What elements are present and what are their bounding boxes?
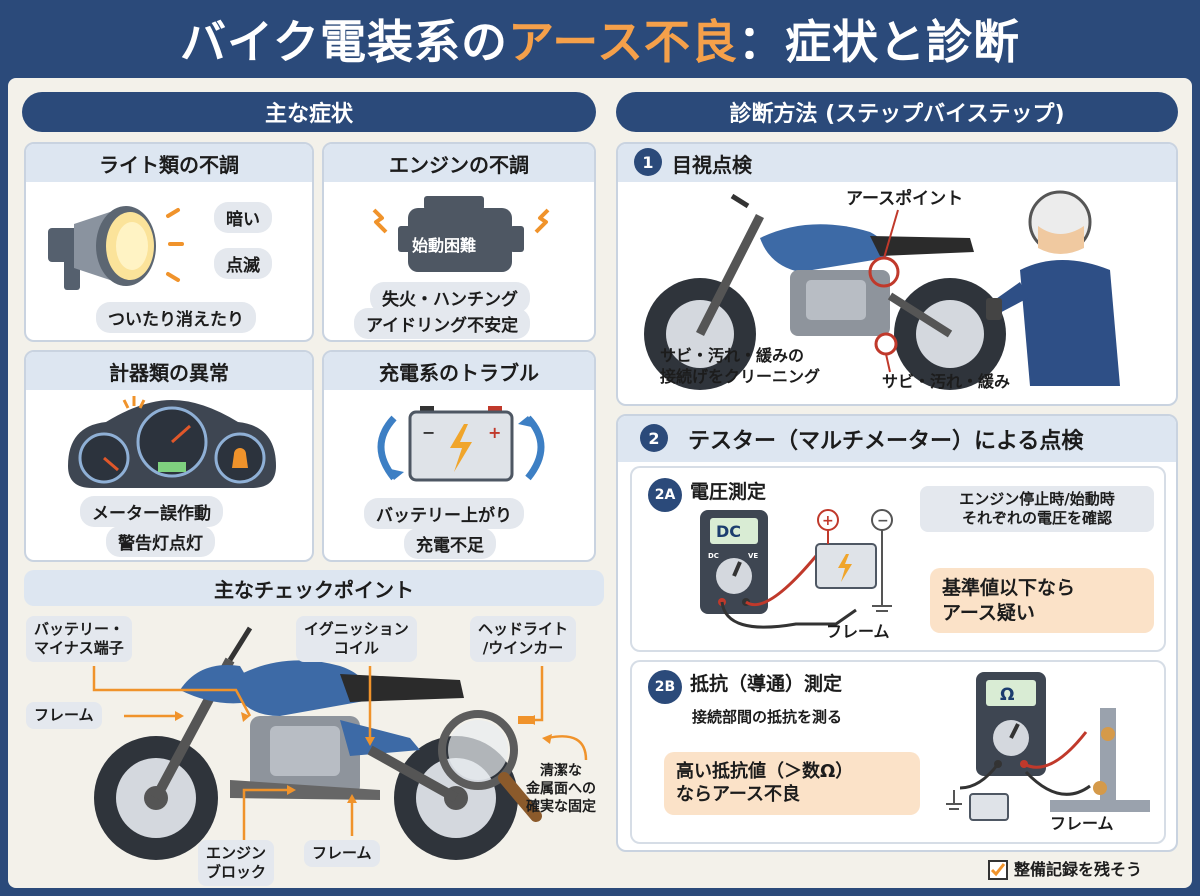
lights-item-dim: 暗い	[214, 202, 272, 233]
step2b-subtitle: 接続部間の抵抗を測る	[692, 708, 843, 726]
step1-clean-note: サビ・汚れ・緩みの 接続げをクリーニング	[660, 346, 821, 386]
checkpoint-frame-bottom: フレーム	[304, 840, 380, 867]
diagnosis-header: 診断方法 (ステップバイステップ)	[616, 92, 1178, 132]
lights-item-intermittent: ついたり消えたり	[96, 302, 256, 333]
step1-ground-point: アースポイント	[846, 189, 964, 209]
step2a-badge: 2A	[648, 478, 682, 512]
checkbox-icon	[988, 860, 1008, 880]
lights-panel: ライト類の不調 暗い 点滅 ついたり消えたり	[24, 142, 314, 342]
battery-icon: − +	[377, 406, 545, 482]
step1-title: 目視点検	[618, 144, 1176, 182]
voltmeter-illustration: + −	[700, 509, 893, 629]
headlight-icon	[48, 206, 184, 290]
motorcycle-illustration	[94, 626, 542, 860]
step1-badge: 1	[634, 148, 662, 176]
svg-text:+: +	[488, 423, 501, 442]
step2-badge: 2	[640, 424, 668, 452]
title-part2: ：症状と診断	[738, 15, 1021, 69]
charging-item-undercharge: 充電不足	[404, 528, 496, 559]
charging-item-dead-battery: バッテリー上がり	[364, 498, 524, 529]
step2a-note: エンジン停止時/始動時 それぞれの電圧を確認	[920, 486, 1154, 532]
engine-icon-text: 始動困難	[412, 236, 477, 255]
checkpoint-engine-block: エンジン ブロック	[198, 840, 275, 886]
checkpoints-title: 主なチェックポイント	[24, 570, 604, 606]
step2b-title: 抵抗（導通）測定	[690, 673, 843, 695]
engine-icon	[372, 196, 550, 272]
checkpoint-clean-metal: 清潔な 金属面への 確実な固定	[526, 763, 596, 816]
title-accent: アース不良	[508, 15, 739, 69]
gauge-cluster-icon	[68, 396, 276, 488]
meters-item-warning-light: 警告灯点灯	[106, 526, 215, 557]
meters-title: 計器類の異常	[26, 352, 312, 390]
step2b-warning: 高い抵抗値（＞数Ω） ならアース不良	[664, 752, 920, 815]
checkpoint-battery-minus: バッテリー・ マイナス端子	[26, 616, 133, 662]
page-title: バイク電装系のアース不良：症状と診断	[0, 0, 1200, 78]
engine-item-idle: アイドリング不安定	[354, 308, 531, 339]
symptoms-header: 主な症状	[22, 92, 596, 132]
lights-item-flicker: 点滅	[214, 248, 272, 279]
inspection-illustration	[644, 190, 1120, 390]
engine-title: エンジンの不調	[324, 144, 594, 182]
meters-item-malfunction: メーター誤作動	[80, 496, 223, 527]
checkpoint-frame-left: フレーム	[26, 702, 102, 729]
step2a-frame-label: フレーム	[826, 622, 890, 641]
checkpoint-headlight: ヘッドライト /ウインカー	[470, 616, 577, 662]
svg-text:+: +	[822, 513, 834, 529]
engine-item-misfire: 失火・ハンチング	[370, 282, 530, 313]
voltmeter-dc-label: DC	[708, 552, 719, 560]
ohmmeter-illustration	[946, 672, 1150, 821]
checkpoints-panel: 主なチェックポイント	[24, 570, 604, 882]
engine-panel: エンジンの不調 始動困難 失火・ハンチング アイドリング不安定	[322, 142, 596, 342]
step2a-warning: 基準値以下なら アース疑い	[930, 568, 1154, 634]
step2-title: テスター（マルチメーター）による点検	[618, 416, 1176, 462]
svg-text:−: −	[877, 513, 889, 529]
footer-note: 整備記録を残そう	[1014, 860, 1143, 879]
meters-panel: 計器類の異常 メーター誤作動 警告灯点灯	[24, 350, 314, 562]
voltmeter-ve-label: VE	[748, 552, 759, 560]
step1-rust-note: サビ・汚れ・緩み	[882, 372, 1011, 391]
checkpoint-ignition-coil: イグニッション コイル	[296, 616, 417, 662]
title-part1: バイク電装系の	[179, 15, 509, 69]
step2b-frame-label: フレーム	[1050, 814, 1114, 833]
step2a-title: 電圧測定	[690, 481, 767, 503]
step2b-badge: 2B	[648, 670, 682, 704]
charging-panel: 充電系のトラブル − + バッテリー上がり 充電不足	[322, 350, 596, 562]
ohmmeter-display: Ω	[1000, 685, 1015, 705]
voltmeter-display: DC	[716, 522, 742, 541]
svg-text:−: −	[422, 423, 435, 442]
charging-title: 充電系のトラブル	[324, 352, 594, 390]
lights-title: ライト類の不調	[26, 144, 312, 182]
